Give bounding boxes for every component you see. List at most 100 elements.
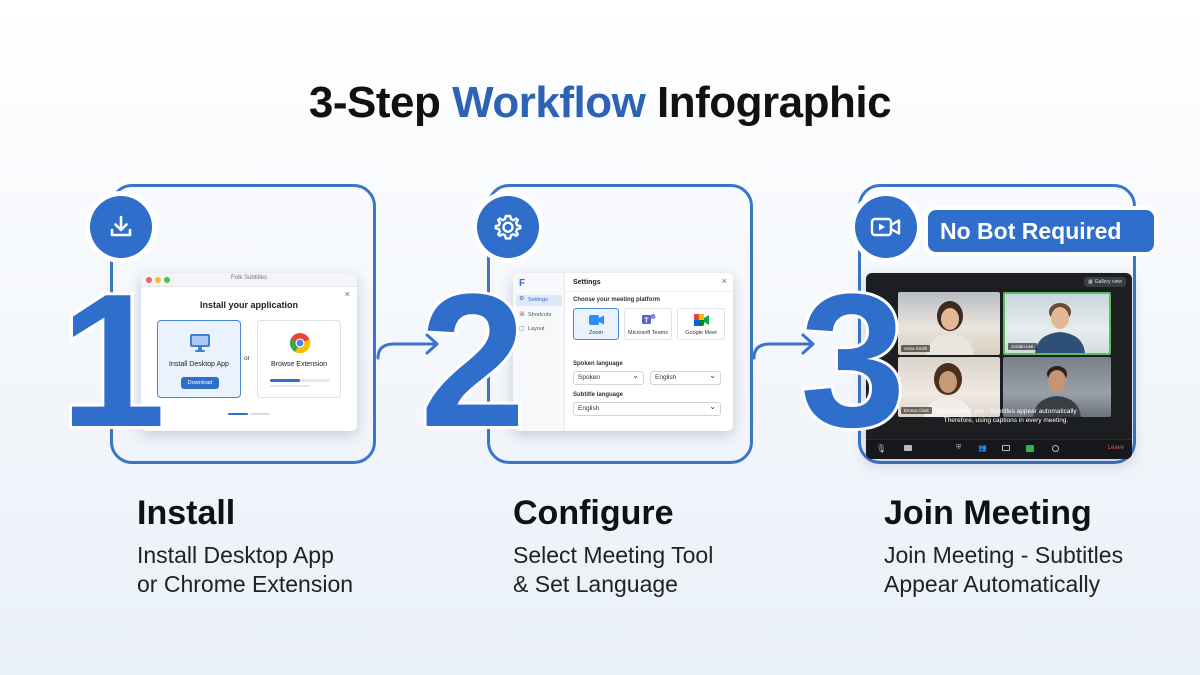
title-part1: 3-Step — [308, 78, 453, 127]
app-logo: F — [519, 278, 526, 289]
page-indicator — [228, 413, 270, 415]
platform-teams[interactable]: T Microsoft Teams — [624, 308, 672, 340]
spoken-select-left[interactable]: Spoken — [573, 370, 644, 385]
step-2-title: Configure — [513, 494, 674, 532]
step-3-frame — [858, 184, 1136, 464]
or-text: or — [244, 355, 250, 362]
step-3-title: Join Meeting — [884, 494, 1092, 532]
step-3-icon-badge — [855, 196, 917, 258]
live-caption: Nice to meet you - Subtitles appear auto… — [906, 407, 1106, 425]
participant-tile: Jordan Lee — [1003, 292, 1111, 355]
caption-line-1: Nice to meet you - Subtitles appear auto… — [935, 408, 1077, 415]
close-icon[interactable]: × — [721, 276, 727, 286]
page-title: 3-Step Workflow Infographic — [0, 78, 1200, 128]
gear-icon — [494, 214, 522, 240]
caption-line-2: Therefore, using captions in every meeti… — [943, 417, 1069, 424]
platform-label-zoom: Zoom — [588, 330, 604, 336]
participant-name: Emma Clark — [901, 407, 932, 414]
participants-icon[interactable]: 👥 — [978, 445, 987, 452]
step-1-icon-badge — [90, 196, 152, 258]
no-bot-required-badge: No Bot Required — [928, 210, 1154, 252]
arrow-1-to-2 — [376, 333, 439, 360]
step-3-description: Join Meeting - Subtitles Appear Automati… — [884, 541, 1123, 599]
meeting-window: ▦Gallery view Anna Smith Jordan Lee Emma… — [866, 273, 1132, 459]
participant-tile: Emma Clark — [898, 357, 1000, 417]
step-1-desc-line1: Install Desktop App — [137, 542, 334, 568]
svg-text:T: T — [644, 318, 649, 325]
settings-window: F ⚙ Settings ⌘ Shortcuts ▢ Layout Settin… — [513, 273, 733, 431]
layout-icon: ▢ — [519, 326, 525, 332]
meeting-controls: 🎙 ⛨ 👥 Leave — [866, 439, 1132, 459]
participant-avatar — [924, 363, 972, 417]
window-title: Folk Subtitles — [230, 275, 267, 281]
platform-label-teams: Microsoft Teams — [628, 330, 668, 336]
platform-google-meet[interactable]: Google Meet — [677, 308, 725, 340]
step-1-title: Install — [137, 494, 236, 532]
step-2-description: Select Meeting Tool & Set Language — [513, 541, 713, 599]
title-accent: Workflow — [452, 78, 646, 127]
subtitle-language-label: Subtitle language — [573, 392, 624, 398]
desktop-app-option[interactable]: Install Desktop App Download — [157, 320, 241, 398]
sidebar-item-label: Layout — [528, 326, 545, 332]
record-icon[interactable] — [1052, 445, 1059, 452]
sidebar-item-layout[interactable]: ▢ Layout — [516, 324, 562, 335]
download-icon — [110, 215, 132, 237]
close-icon[interactable]: × — [344, 289, 350, 299]
gallery-view-button[interactable]: ▦Gallery view — [1084, 277, 1126, 287]
microphone-icon[interactable]: 🎙 — [876, 444, 887, 453]
arrow-2-to-3 — [752, 333, 815, 360]
grid-icon: ▦ — [1088, 279, 1093, 285]
google-meet-icon — [694, 314, 709, 326]
monitor-icon — [190, 334, 210, 352]
progress-track-2 — [270, 385, 310, 387]
chrome-icon — [289, 333, 311, 354]
gear-icon: ⚙ — [519, 296, 525, 302]
sidebar-item-shortcuts[interactable]: ⌘ Shortcuts — [516, 310, 562, 321]
step-1-description: Install Desktop App or Chrome Extension — [137, 541, 353, 599]
title-part2: Infographic — [645, 78, 892, 127]
browser-extension-label: Browse Extension — [270, 361, 328, 368]
subtitle-language-select[interactable]: English — [573, 401, 721, 416]
step-2-icon-badge — [477, 196, 539, 258]
participant-avatar — [1035, 303, 1085, 353]
spoken-language-select[interactable]: English — [650, 370, 721, 385]
shortcut-icon: ⌘ — [519, 312, 525, 318]
step-1-frame — [110, 184, 376, 464]
progress-track — [270, 379, 330, 382]
platform-label: Choose your meeting platform — [573, 297, 661, 303]
security-icon[interactable]: ⛨ — [956, 444, 962, 451]
settings-divider — [565, 291, 733, 292]
sidebar-item-settings[interactable]: ⚙ Settings — [516, 295, 562, 306]
camera-icon[interactable] — [904, 445, 912, 451]
step-2-desc-line1: Select Meeting Tool — [513, 542, 714, 568]
step-number-3: 3 — [797, 255, 909, 467]
sidebar-item-label: Settings — [528, 297, 548, 303]
step-2-frame — [487, 184, 753, 464]
step-3-desc-line2: Appear Automatically — [884, 571, 1101, 597]
browser-extension-option[interactable]: Browse Extension — [257, 320, 341, 398]
desktop-app-label: Install Desktop App — [169, 361, 229, 368]
share-screen-icon[interactable] — [1026, 445, 1034, 452]
spoken-language-label: Spoken language — [573, 361, 623, 367]
platform-label-meet: Google Meet — [685, 330, 717, 336]
sidebar-item-label: Shortcuts — [528, 312, 552, 318]
download-button[interactable]: Download — [181, 377, 219, 389]
settings-sidebar: F ⚙ Settings ⌘ Shortcuts ▢ Layout — [513, 273, 565, 431]
participant-name: Anna Smith — [901, 345, 931, 352]
install-heading: Install your application — [199, 300, 298, 310]
platform-zoom[interactable]: Zoom — [573, 308, 619, 340]
maximize-dot[interactable] — [164, 277, 170, 283]
step-1-desc-line2: or Chrome Extension — [137, 571, 354, 597]
minimize-dot[interactable] — [155, 277, 161, 283]
leave-button[interactable]: Leave — [1107, 445, 1124, 451]
participant-avatar — [1033, 366, 1081, 417]
progress-fill — [270, 379, 300, 382]
step-number-1: 1 — [57, 255, 169, 467]
close-dot[interactable] — [146, 277, 152, 283]
participant-tile: Anna Smith — [898, 292, 1000, 355]
chat-icon[interactable] — [1002, 445, 1010, 451]
video-camera-icon — [870, 217, 901, 237]
participant-avatar — [926, 301, 974, 355]
zoom-icon — [589, 315, 604, 325]
participant-tile — [1003, 357, 1111, 417]
